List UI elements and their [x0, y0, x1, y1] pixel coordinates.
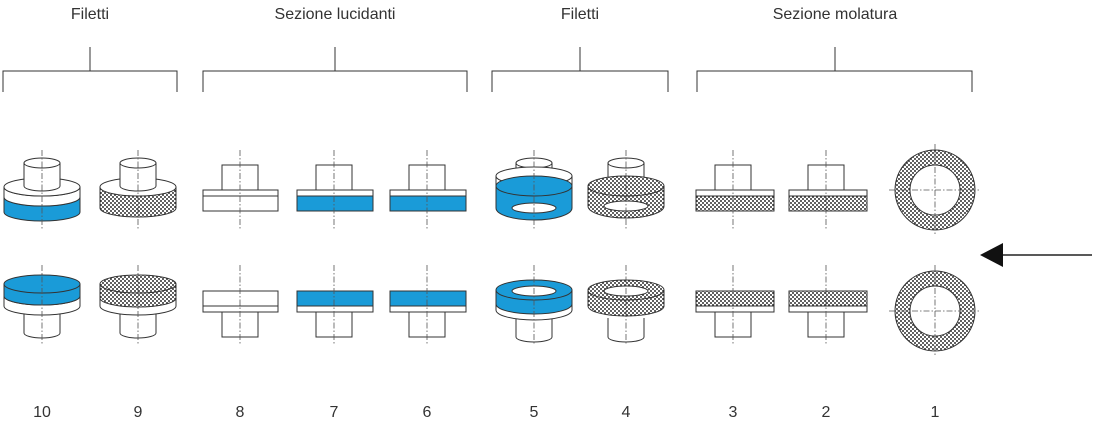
wheel-position-10: [3, 150, 81, 345]
arrow-left-icon: [980, 243, 1092, 267]
position-number-7: 7: [330, 404, 339, 421]
section-label-molatura: Sezione molatura: [773, 6, 898, 23]
wheel-position-5: [495, 150, 573, 345]
bracket-filetti-left: [2, 47, 178, 92]
wheel-position-3: [695, 150, 775, 345]
wheel-position-1: [889, 144, 981, 357]
section-label-filetti-right: Filetti: [561, 6, 599, 23]
section-label-filetti-left: Filetti: [71, 6, 109, 23]
position-number-3: 3: [729, 404, 738, 421]
position-number-9: 9: [134, 404, 143, 421]
wheel-position-9: [99, 150, 177, 345]
wheel-position-8: [202, 150, 279, 345]
section-label-lucidanti: Sezione lucidanti: [275, 6, 396, 23]
position-number-6: 6: [423, 404, 432, 421]
position-number-10: 10: [33, 404, 51, 421]
wheel-position-6: [389, 150, 467, 345]
wheel-position-7: [296, 150, 374, 345]
bracket-molatura: [696, 47, 973, 92]
bracket-lucidanti: [202, 47, 468, 92]
wheel-position-4: [587, 150, 665, 345]
position-number-4: 4: [622, 404, 631, 421]
section-headers: Filetti Sezione lucidanti Filetti Sezion…: [71, 6, 897, 23]
section-brackets: [2, 47, 973, 92]
bracket-filetti-right: [491, 47, 669, 92]
position-number-2: 2: [822, 404, 831, 421]
wheel-position-2: [788, 150, 868, 345]
position-numbers: 10 9 8 7 6 5 4 3 2 1: [33, 404, 939, 421]
position-number-5: 5: [530, 404, 539, 421]
position-number-8: 8: [236, 404, 245, 421]
position-number-1: 1: [931, 404, 940, 421]
